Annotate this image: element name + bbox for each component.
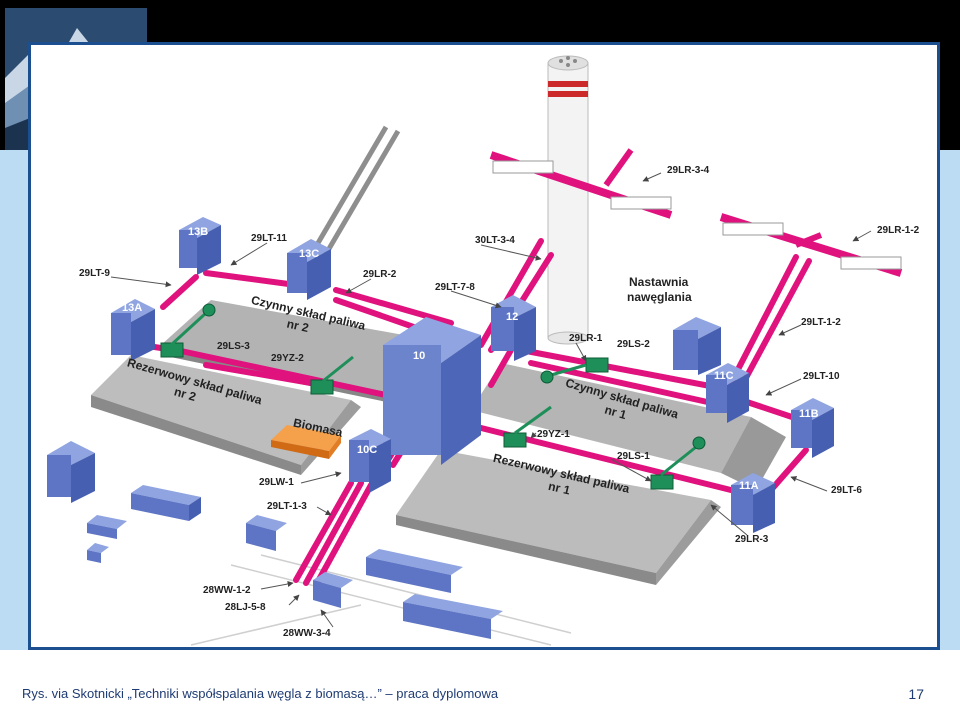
label-10: 10 (413, 350, 425, 362)
building-11a (731, 473, 775, 533)
building-11b (791, 398, 834, 458)
label-30lt-3-4: 30LT-3-4 (475, 235, 515, 246)
reserve-yard-2-label-nr: nr 2 (172, 384, 197, 404)
label-13a: 13A (122, 302, 142, 314)
building-11c (706, 363, 749, 423)
gantry-29lr12 (719, 213, 903, 277)
label-28ww-3-4: 28WW-3-4 (283, 628, 331, 639)
label-29lt-7-8: 29LT-7-8 (435, 282, 475, 293)
building-13c (287, 239, 331, 300)
label-29lt-1-3: 29LT-1-3 (267, 501, 307, 512)
label-29lt-10: 29LT-10 (803, 371, 840, 382)
building-13b (179, 217, 221, 275)
label-29yz-1: 29YZ-1 (537, 429, 570, 440)
reserve-yard-1 (396, 450, 721, 585)
control-room-label: Nastawnia (629, 275, 689, 289)
label-11c: 11C (714, 370, 734, 382)
building-12 (491, 295, 536, 361)
figure-caption: Rys. via Skotnicki „Techniki współspalan… (22, 686, 499, 701)
chimney (547, 55, 589, 345)
diagram-frame: 13B 13C 13A 10 12 10C 11C 11B 11A Czynny… (28, 42, 940, 650)
label-29ls-3: 29LS-3 (217, 341, 250, 352)
label-29ls-2: 29LS-2 (617, 339, 650, 350)
label-29lr-2: 29LR-2 (363, 269, 397, 280)
label-29lr-3: 29LR-3 (735, 534, 769, 545)
auxiliary-buildings (47, 441, 503, 639)
control-room-label-2: nawęglania (627, 290, 692, 304)
label-29lt-1-2: 29LT-1-2 (801, 317, 841, 328)
label-29lw-1: 29LW-1 (259, 477, 294, 488)
active-yard-1-label-nr: nr 1 (603, 403, 628, 423)
page-number: 17 (908, 686, 924, 702)
label-12: 12 (506, 311, 518, 323)
building-control-room (673, 317, 721, 375)
reserve-yard-1-label-nr: nr 1 (547, 479, 572, 498)
building-13a (111, 299, 155, 361)
label-29lt-9: 29LT-9 (79, 268, 110, 279)
label-10c: 10C (357, 444, 377, 456)
active-yard-2-label-nr: nr 2 (285, 316, 310, 335)
label-11b: 11B (799, 408, 819, 420)
label-29ls-1: 29LS-1 (617, 451, 650, 462)
active-yard-1 (471, 363, 786, 490)
label-29lt-11: 29LT-11 (251, 233, 287, 244)
gantry-29lr34 (489, 148, 673, 219)
building-10 (383, 317, 481, 465)
label-29lt-6: 29LT-6 (831, 485, 862, 496)
label-13c: 13C (299, 248, 319, 260)
building-10c (349, 429, 391, 493)
stacker-reclaimers (160, 303, 706, 490)
label-13b: 13B (188, 226, 208, 238)
label-29lr-1-2: 29LR-1-2 (877, 225, 920, 236)
grey-conveyor (308, 125, 401, 261)
label-28lj-5-8: 28LJ-5-8 (225, 602, 266, 613)
label-29lr-3-4: 29LR-3-4 (667, 165, 710, 176)
label-11a: 11A (739, 480, 759, 492)
fuel-yard-diagram: 13B 13C 13A 10 12 10C 11C 11B 11A Czynny… (47, 55, 920, 646)
label-28ww-1-2: 28WW-1-2 (203, 585, 251, 596)
label-29yz-2: 29YZ-2 (271, 353, 304, 364)
biomass-pile (271, 425, 341, 459)
label-29lr-1: 29LR-1 (569, 333, 603, 344)
